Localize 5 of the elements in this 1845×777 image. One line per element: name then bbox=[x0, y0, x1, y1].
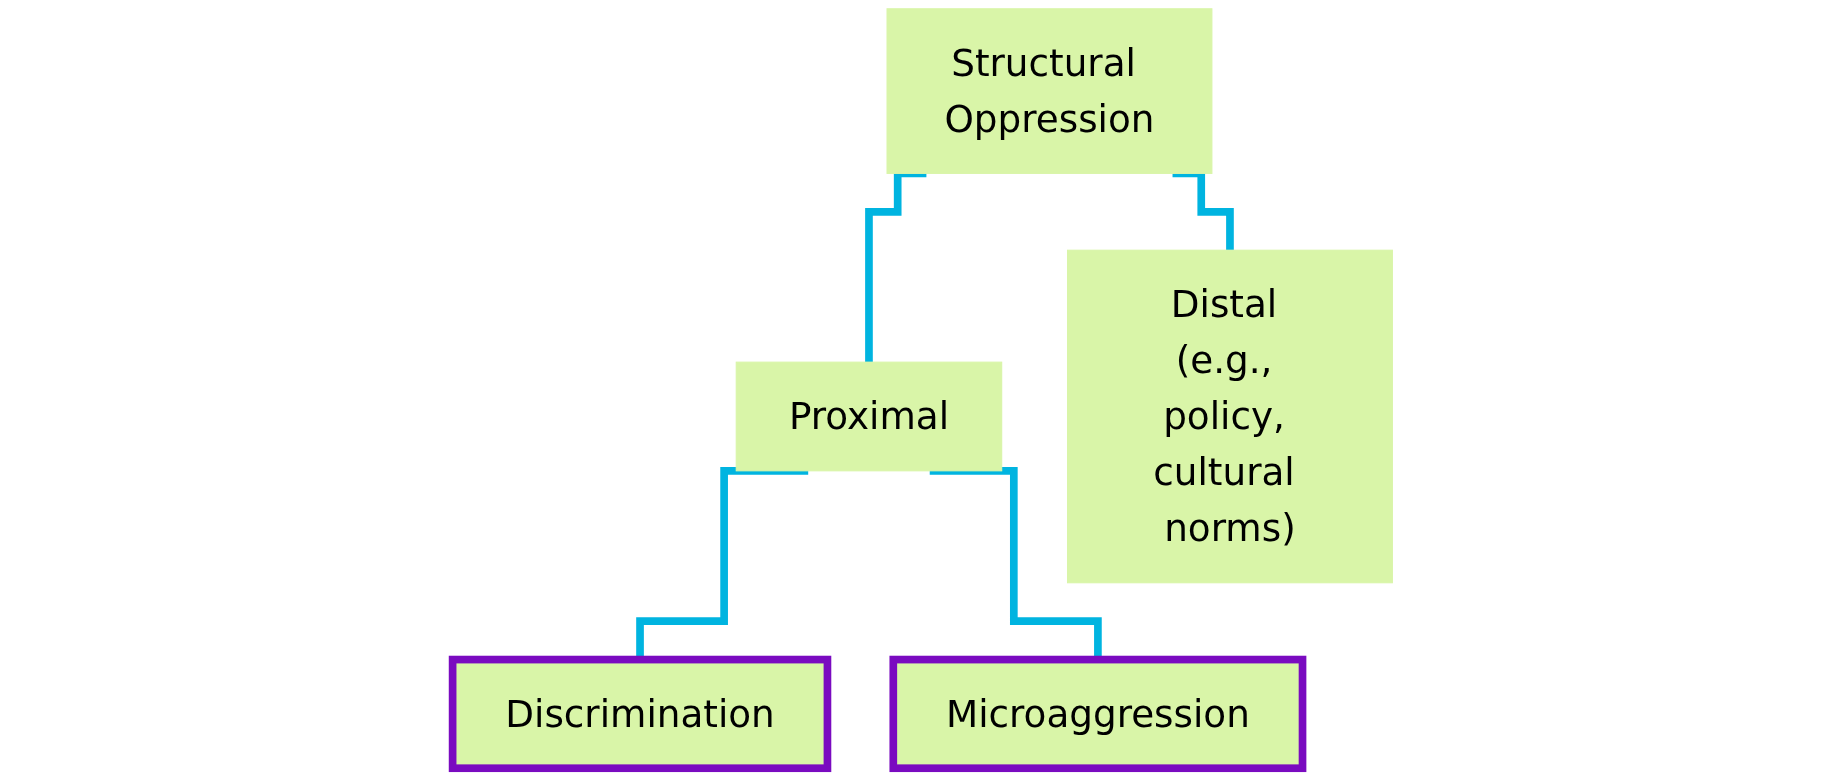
node-box: Distal (e.g., policy, cultural norms) bbox=[1067, 249, 1393, 584]
node-box: Proximal bbox=[735, 361, 1003, 472]
node-box: Microaggression bbox=[889, 655, 1307, 773]
node-box: Structural Oppression bbox=[886, 8, 1213, 174]
node-box: Discrimination bbox=[448, 655, 832, 773]
